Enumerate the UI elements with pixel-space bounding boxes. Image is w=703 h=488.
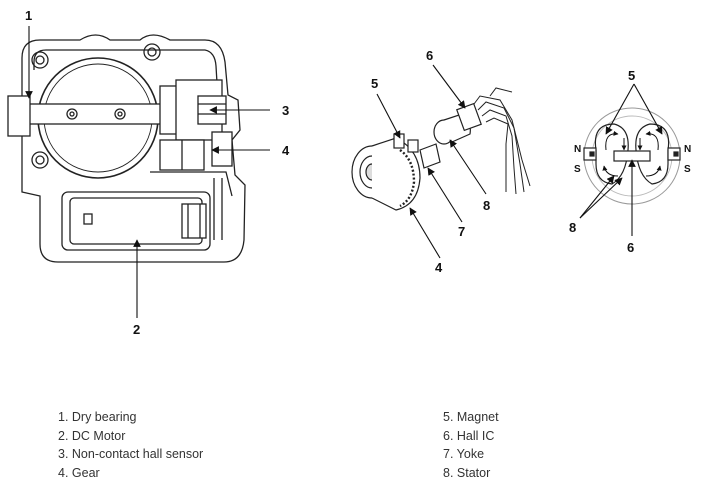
pole-n-right: N <box>684 144 691 155</box>
legend-left: 1. Dry bearing 2. DC Motor 3. Non-contac… <box>58 408 203 482</box>
callout-7-mid: 7 <box>458 224 465 239</box>
callout-6-mid: 6 <box>426 48 433 63</box>
legend-item: 7. Yoke <box>443 447 485 462</box>
legend-item: 2. DC Motor <box>58 428 126 443</box>
sensor-exploded-drawing <box>351 87 531 211</box>
throttle-body-drawing <box>7 34 246 263</box>
legend-item: 8. Stator <box>443 465 491 480</box>
pole-s-right: S <box>684 164 691 175</box>
left-leader-lines <box>25 26 270 318</box>
callout-6-right: 6 <box>627 240 634 255</box>
pole-n-left: N <box>574 144 581 155</box>
callout-8-mid: 8 <box>483 198 490 213</box>
callout-8-right: 8 <box>569 220 576 235</box>
legend-item: 4. Gear <box>58 465 100 480</box>
flux-arrows <box>602 130 662 177</box>
component-diagram: 1 3 4 2 5 6 8 <box>7 8 691 337</box>
callout-4-mid: 4 <box>435 260 443 275</box>
callout-3: 3 <box>282 103 289 118</box>
legend-item: 1. Dry bearing <box>58 410 137 424</box>
legend-item: 3. Non-contact hall sensor <box>58 447 204 462</box>
callout-4: 4 <box>282 143 290 158</box>
pole-s-left: S <box>574 164 581 175</box>
legend-right: 5. Magnet 6. Hall IC 7. Yoke 8. Stator <box>443 408 499 482</box>
middle-leader-lines <box>376 64 487 259</box>
callout-5-mid: 5 <box>371 76 378 91</box>
legend-item: 6. Hall IC <box>443 428 495 443</box>
legend-item: 5. Magnet <box>443 410 499 424</box>
callout-1: 1 <box>25 8 32 23</box>
right-leader-lines <box>579 83 663 236</box>
magnetic-flux-drawing <box>583 107 681 205</box>
callout-2: 2 <box>133 322 140 337</box>
callout-5-right: 5 <box>628 68 635 83</box>
